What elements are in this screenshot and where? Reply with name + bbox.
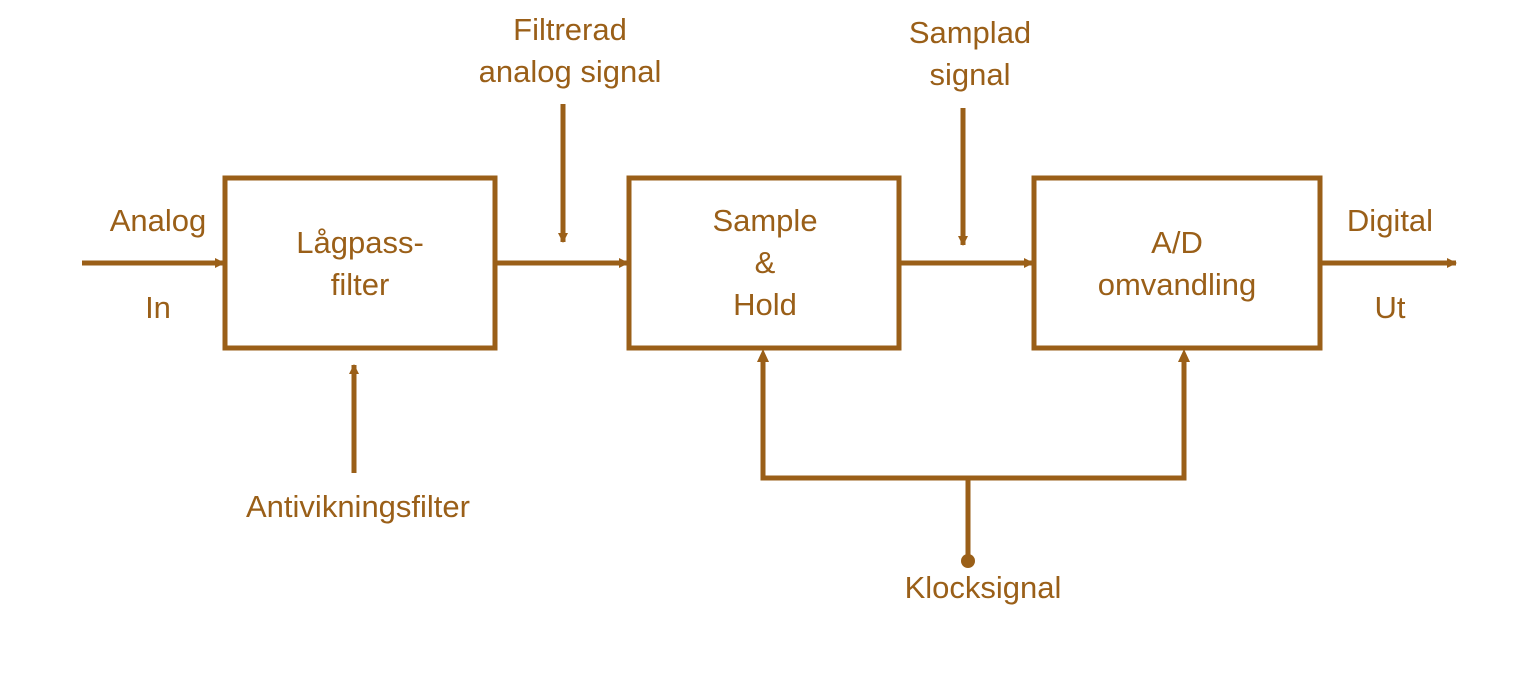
sampled-signal-label: Samplad signal xyxy=(909,12,1031,96)
sample-hold-block xyxy=(626,175,902,351)
sample-hold-line-2: & xyxy=(754,245,776,280)
output-bottom-label: Ut xyxy=(1375,287,1406,329)
lowpass-line-1: Lågpass- xyxy=(296,225,424,260)
sample-hold-line-1: Sample xyxy=(712,203,818,238)
input-analog-text: Analog xyxy=(109,203,207,238)
filtered-line-1: Filtrerad xyxy=(513,12,627,47)
antialias-filter-label: Antivikningsfilter xyxy=(246,486,470,528)
clock-text: Klocksignal xyxy=(904,570,1062,605)
output-top-label: Digital xyxy=(1347,200,1433,242)
antialias-text: Antivikningsfilter xyxy=(246,489,470,524)
lowpass-filter-block xyxy=(222,175,498,351)
ad-conversion-block xyxy=(1031,175,1323,351)
clock-line xyxy=(760,360,1187,481)
sampled-line-2: signal xyxy=(929,57,1011,92)
filtered-signal-label: Filtrerad analog signal xyxy=(479,9,662,93)
output-ut-text: Ut xyxy=(1374,290,1406,325)
sample-hold-label: Sample & Hold xyxy=(712,200,817,326)
output-digital-text: Digital xyxy=(1346,203,1434,238)
filtered-line-2: analog signal xyxy=(478,54,662,89)
lowpass-filter-label: Lågpass- filter xyxy=(296,222,424,306)
ad-conversion-label: A/D omvandling xyxy=(1098,222,1257,306)
clock-source-dot xyxy=(961,554,975,568)
ad-line-2: omvandling xyxy=(1097,267,1257,302)
sample-hold-line-3: Hold xyxy=(733,287,797,322)
input-in-text: In xyxy=(145,290,171,325)
sampled-line-1: Samplad xyxy=(908,15,1032,50)
lowpass-line-2: filter xyxy=(330,267,390,302)
clock-arrowhead-ad xyxy=(1178,349,1190,362)
ad-line-1: A/D xyxy=(1151,225,1203,260)
clock-arrowhead-sh xyxy=(757,349,769,362)
input-bottom-label: In xyxy=(145,287,171,329)
clock-signal-label: Klocksignal xyxy=(905,567,1062,609)
input-top-label: Analog xyxy=(110,200,207,242)
